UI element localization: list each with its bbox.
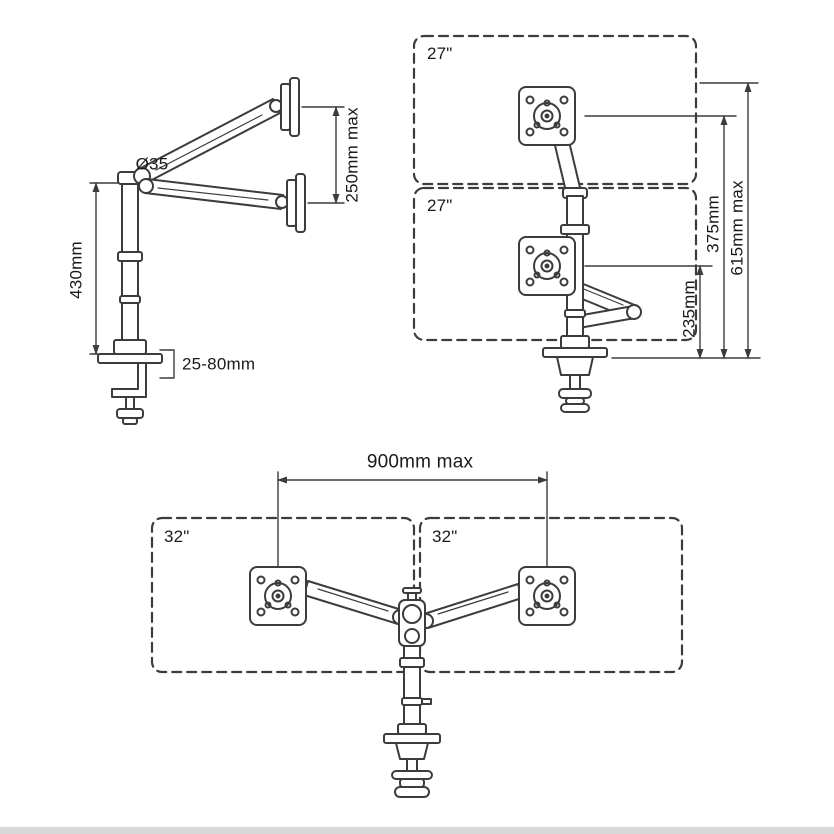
top-view-pole [399,645,432,725]
top-view-left-arm [303,580,408,625]
front-view-monitor-outline-bottom [412,186,698,342]
span-label: 900mm max [366,451,474,473]
top-view-desk-clamp [383,723,441,798]
top-view-left-monitor-size-label: 32" [164,527,190,546]
bottom-edge-strip [0,827,834,834]
side-view-desk-clamp [97,353,163,425]
front-view-desk-clamp [542,335,608,413]
clamp-range-label: 25-80mm [182,354,256,374]
max-height-label: 615mm max [727,180,747,276]
top-view-dimension-lines [277,471,548,593]
clamp-range-bracket [159,349,175,379]
top-view-left-vesa-plate [249,566,307,626]
front-view-drawing [412,34,761,413]
top-view-right-arm [418,583,523,629]
front-view-upper-vesa-plate [518,86,576,146]
side-view-drawing [89,77,345,425]
side-view-lower-arm [138,178,289,210]
top-view-drawing [150,471,684,798]
upper-vesa-height-label: 375mm [703,195,723,253]
side-view-lower-vesa-plate [286,173,306,233]
lower-vesa-height-label: 235mm [679,280,699,338]
pole-diameter-label: Ø35 [135,154,169,174]
side-view-upper-vesa-plate [280,77,300,137]
top-view-center-hub [398,587,426,647]
front-view-lower-vesa-plate [518,236,576,296]
front-view-dimension-lines [584,82,761,359]
top-view-right-vesa-plate [518,566,576,626]
top-view-right-monitor-size-label: 32" [432,527,458,546]
arm-range-label: 250mm max [342,107,362,203]
front-view-bottom-monitor-size-label: 27" [427,196,453,215]
front-view-top-monitor-size-label: 27" [427,44,453,63]
top-view-monitor-outline-right [418,516,684,674]
side-view-pole [113,171,147,355]
pole-height-label: 430mm [66,241,86,299]
